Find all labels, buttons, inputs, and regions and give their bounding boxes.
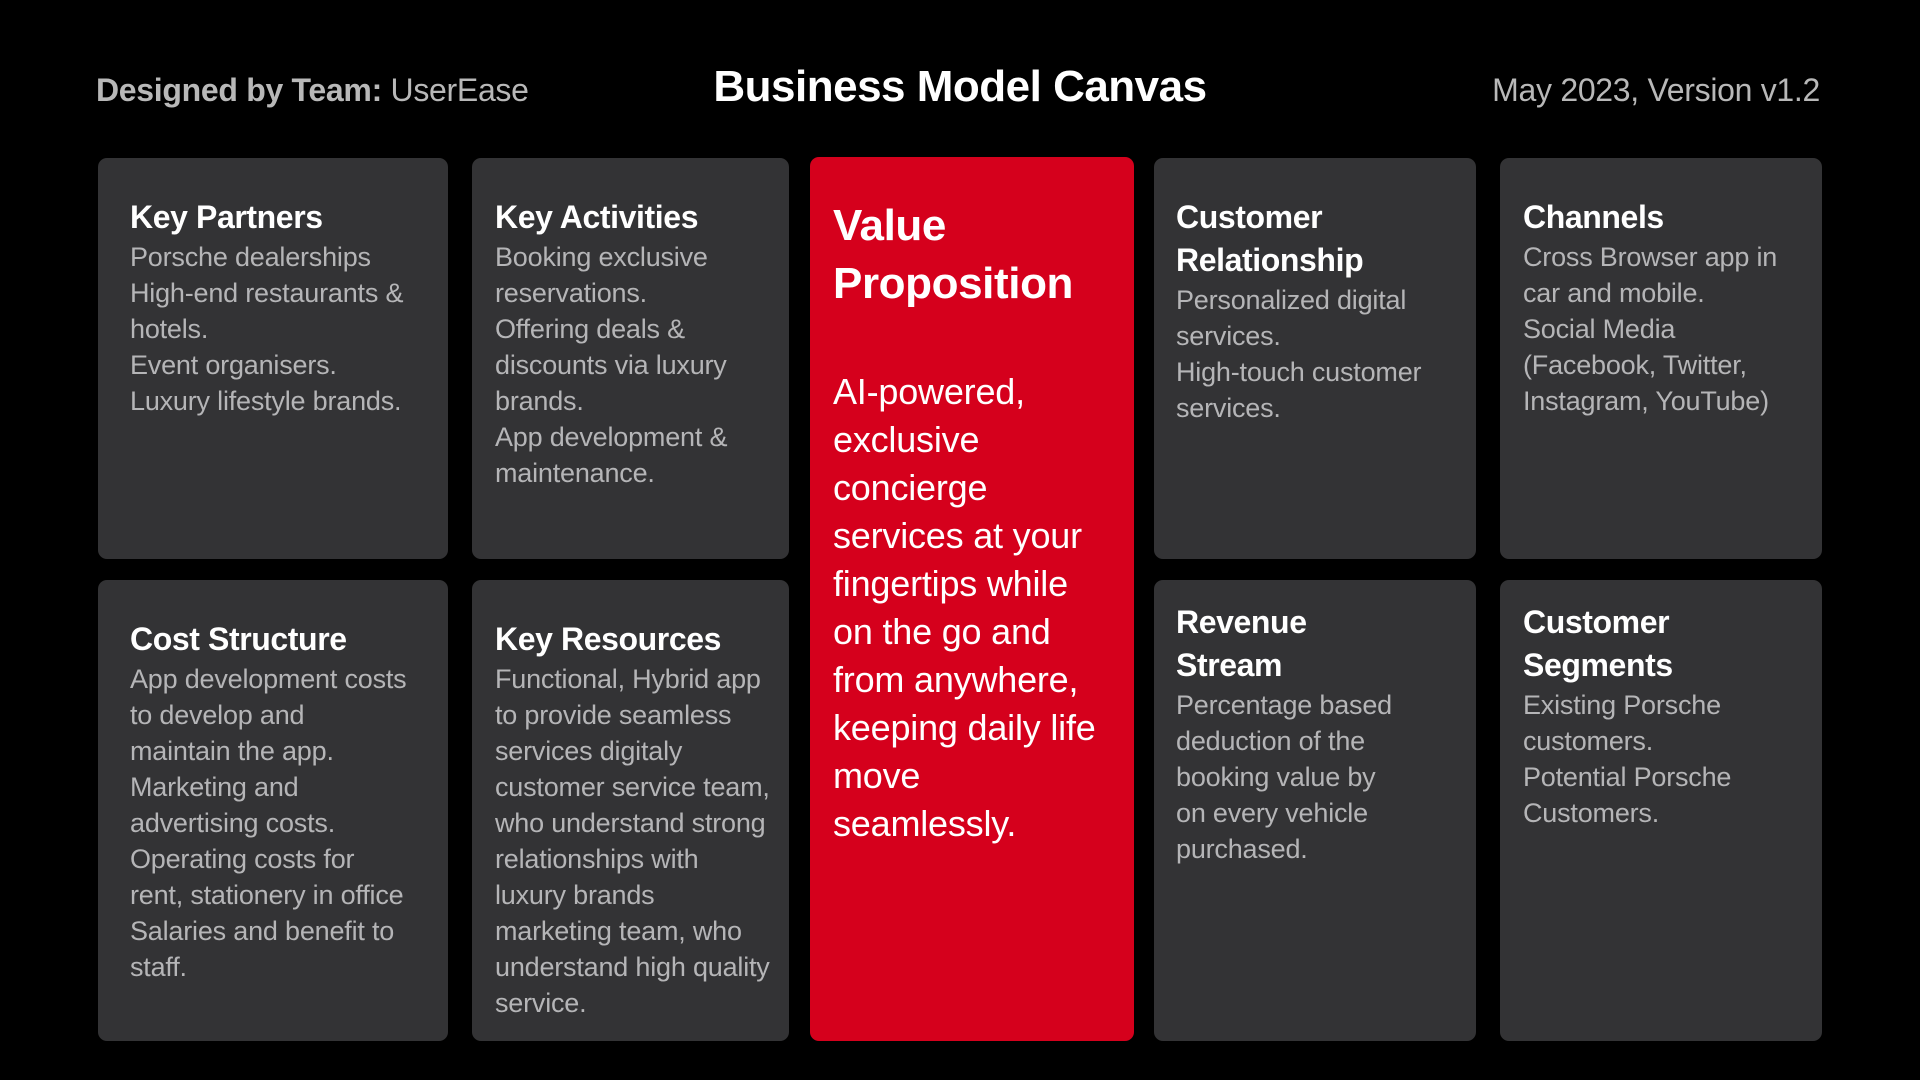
customer-segments-list: Existing Porsche customers. Potential Po… xyxy=(1523,687,1794,831)
list-item: Potential Porsche Customers. xyxy=(1523,762,1732,828)
cost-structure-list: App development costs to develop and mai… xyxy=(130,661,412,985)
version-label: May 2023, Version v1.2 xyxy=(1492,72,1820,108)
channels-title: Channels xyxy=(1523,199,1664,235)
key-resources-card: Key Resources Functional, Hybrid app to … xyxy=(472,580,789,1041)
list-item: Booking exclusive reservations. xyxy=(495,242,708,308)
key-activities-card: Key Activities Booking exclusive reserva… xyxy=(472,158,789,559)
channels-card: Channels Cross Browser app in car and mo… xyxy=(1500,158,1822,559)
list-item: Luxury lifestyle brands. xyxy=(130,386,402,416)
list-item: Personalized digital services. xyxy=(1176,285,1407,351)
page-title: Business Model Canvas xyxy=(713,62,1207,111)
list-item: Cross Browser app in car and mobile. xyxy=(1523,242,1778,308)
key-resources-list: Functional, Hybrid app to provide seamle… xyxy=(495,661,771,1021)
team-credit: Designed by Team: UserEase xyxy=(96,70,529,110)
team-name: UserEase xyxy=(390,72,529,108)
list-item: Existing Porsche customers. xyxy=(1523,690,1721,756)
customer-segments-card: Customer Segments Existing Porsche custo… xyxy=(1500,580,1822,1041)
list-item: High-end restaurants & hotels. xyxy=(130,278,404,344)
key-partners-title: Key Partners xyxy=(130,199,323,235)
value-proposition-text: AI-powered, exclusive concierge services… xyxy=(833,371,1096,844)
value-proposition-card: Value Proposition AI-powered, exclusive … xyxy=(810,157,1134,1041)
list-item: Functional, Hybrid app to provide seamle… xyxy=(495,664,770,1018)
revenue-stream-card: Revenue Stream Percentage based deductio… xyxy=(1154,580,1476,1041)
cost-structure-title: Cost Structure xyxy=(130,621,347,657)
key-activities-title: Key Activities xyxy=(495,199,699,235)
key-activities-list: Booking exclusive reservations. Offering… xyxy=(495,239,763,491)
key-resources-title: Key Resources xyxy=(495,621,722,657)
cost-structure-card: Cost Structure App development costs to … xyxy=(98,580,448,1041)
channels-list: Cross Browser app in car and mobile. Soc… xyxy=(1523,239,1794,419)
customer-relationship-list: Personalized digital services. High-touc… xyxy=(1176,282,1446,426)
list-item: Percentage based deduction of the bookin… xyxy=(1176,690,1392,864)
key-partners-card: Key Partners Porsche dealerships High-en… xyxy=(98,158,448,559)
list-item: Porsche dealerships xyxy=(130,242,371,272)
customer-relationship-title: Customer Relationship xyxy=(1176,199,1364,278)
list-item: Operating costs for rent, stationery in … xyxy=(130,844,404,982)
list-item: App development costs to develop and mai… xyxy=(130,664,407,766)
list-item: Offering deals & discounts via luxury br… xyxy=(495,314,727,416)
list-item: Social Media (Facebook, Twitter, Instagr… xyxy=(1523,314,1769,416)
key-partners-list: Porsche dealerships High-end restaurants… xyxy=(130,239,416,419)
list-item: Event organisers. xyxy=(130,350,337,380)
list-item: High-touch customer services. xyxy=(1176,357,1422,423)
team-label: Designed by Team: xyxy=(96,72,382,108)
list-item: App development & maintenance. xyxy=(495,422,728,488)
customer-relationship-card: Customer Relationship Personalized digit… xyxy=(1154,158,1476,559)
value-proposition-title: Value Proposition xyxy=(833,201,1074,308)
revenue-stream-title: Revenue Stream xyxy=(1176,604,1307,683)
list-item: Marketing and advertising costs. xyxy=(130,772,335,838)
revenue-stream-list: Percentage based deduction of the bookin… xyxy=(1176,687,1406,867)
customer-segments-title: Customer Segments xyxy=(1523,604,1673,683)
